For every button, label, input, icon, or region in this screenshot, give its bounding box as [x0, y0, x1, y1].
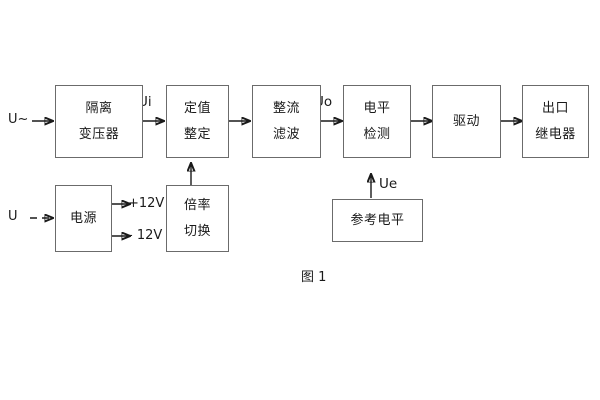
block-rectifier-filter: 整流 滤波	[252, 85, 321, 158]
rail-negative-12v-label: - 12V	[128, 228, 163, 243]
block-line: 电平	[363, 100, 391, 116]
block-line: 整流	[272, 100, 300, 116]
block-line: 倍率	[183, 197, 211, 213]
block-line: 参考电平	[350, 212, 405, 228]
block-level-detection: 电平 检测	[343, 85, 411, 158]
block-line: 定值	[183, 100, 211, 116]
block-line: 出口	[541, 100, 569, 116]
signal-ue-label: Ue	[379, 176, 398, 192]
block-reference-level: 参考电平	[332, 199, 423, 242]
block-line: 切换	[183, 223, 211, 239]
block-line: 变压器	[78, 126, 120, 142]
rail-positive-12v-label: +12V	[128, 196, 165, 211]
figure-caption: 图 1	[301, 270, 327, 285]
block-line: 驱动	[452, 113, 480, 129]
block-multiplier-switch: 倍率 切换	[166, 185, 229, 252]
block-setting-value: 定值 整定	[166, 85, 229, 158]
block-drive: 驱动	[432, 85, 501, 158]
block-power-supply: 电源	[55, 185, 112, 252]
block-isolation-transformer: 隔离 变压器	[55, 85, 143, 158]
block-line: 整定	[183, 126, 211, 142]
dc-input-label: U	[8, 209, 18, 224]
block-line: 电源	[69, 210, 97, 226]
block-output-relay: 出口 继电器	[522, 85, 589, 158]
block-line: 隔离	[85, 100, 113, 116]
ac-input-label: U~	[8, 112, 29, 127]
block-line: 检测	[363, 126, 391, 142]
block-line: 滤波	[272, 126, 300, 142]
block-line: 继电器	[535, 126, 576, 142]
